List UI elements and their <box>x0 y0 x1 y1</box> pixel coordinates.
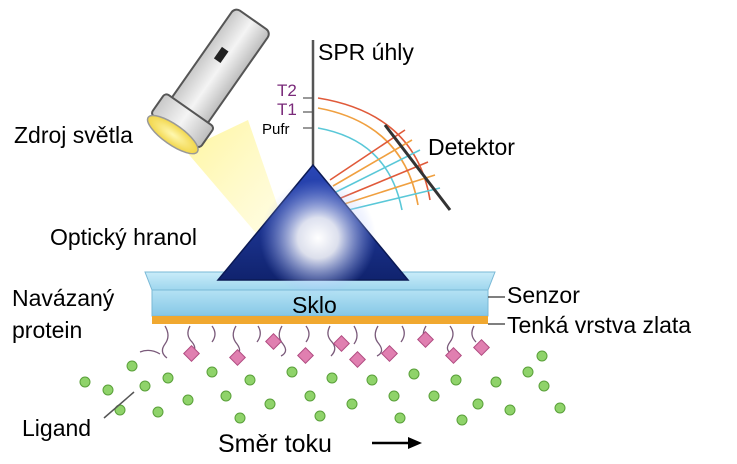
glass-label: Sklo <box>292 292 337 318</box>
flow-direction-label: Směr toku <box>218 430 332 458</box>
t1-label: T1 <box>277 100 297 119</box>
flashlight-icon <box>146 8 270 155</box>
spr-angles-label: SPR úhly <box>318 39 414 65</box>
prism-glow <box>260 180 376 296</box>
detector-plate-icon <box>383 124 452 211</box>
ligand-label: Ligand <box>22 415 91 441</box>
prism-label: Optický hranol <box>50 224 197 250</box>
protein-diamond-icon <box>183 331 490 368</box>
angle-leader-lines <box>303 97 313 129</box>
bound-protein-label-line1: Navázaný <box>12 285 115 311</box>
bound-protein-label-line2: protein <box>12 317 82 343</box>
leader-lines <box>103 296 505 445</box>
t2-label: T2 <box>277 81 297 100</box>
light-beam <box>185 120 286 240</box>
gold-layer <box>152 316 488 324</box>
gold-layer-label: Tenká vrstva zlata <box>507 312 691 338</box>
buffer-label: Pufr <box>262 121 290 138</box>
flow-arrow-icon <box>408 437 422 449</box>
protein-chains <box>139 325 477 359</box>
ligand-dot-icon <box>79 350 566 426</box>
light-source-label: Zdroj světla <box>14 122 133 148</box>
sensor-label: Senzor <box>507 282 580 308</box>
detector-label: Detektor <box>428 134 515 160</box>
